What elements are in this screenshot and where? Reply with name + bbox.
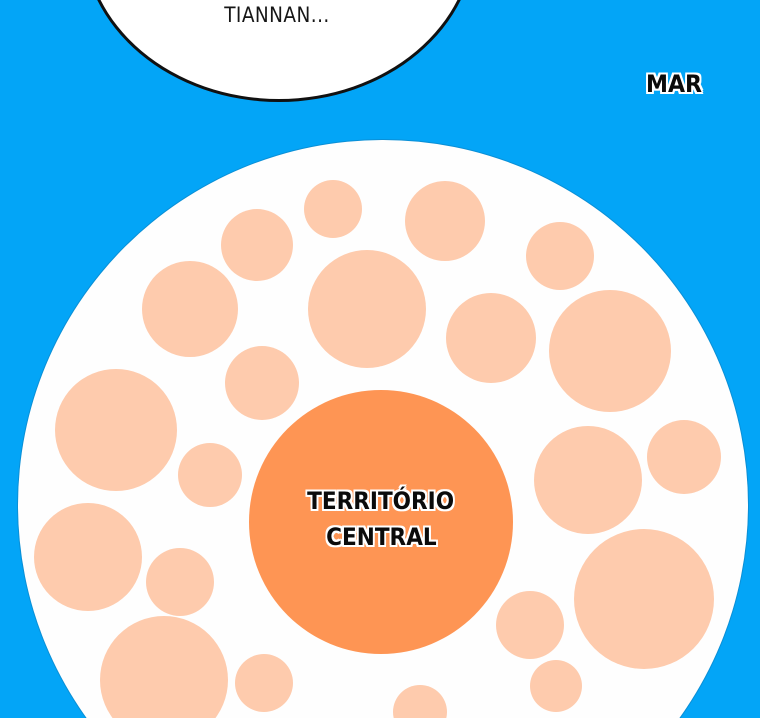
- territory-region: [526, 222, 594, 290]
- territory-region: [530, 660, 582, 712]
- territory-region: [549, 290, 671, 412]
- territory-region: [405, 181, 485, 261]
- territory-region: [178, 443, 242, 507]
- central-territory: TERRITÓRIO CENTRAL: [249, 390, 513, 654]
- central-label-line1: TERRITÓRIO: [307, 487, 455, 515]
- territory-region: [308, 250, 426, 368]
- territory-region: [221, 209, 293, 281]
- territory-region: [34, 503, 142, 611]
- territory-region: [100, 616, 228, 718]
- central-territory-label: TERRITÓRIO CENTRAL: [249, 390, 513, 654]
- territory-region: [142, 261, 238, 357]
- territory-region: [534, 426, 642, 534]
- sea-label: MAR: [646, 70, 703, 98]
- central-label-line2: CENTRAL: [325, 523, 437, 551]
- territory-region: [647, 420, 721, 494]
- territory-region: [146, 548, 214, 616]
- speech-bubble-text: TIANNAN...: [0, 3, 760, 27]
- speech-text-content: TIANNAN...: [224, 3, 330, 27]
- territory-region: [574, 529, 714, 669]
- territory-region: [235, 654, 293, 712]
- territory-region: [225, 346, 299, 420]
- territory-region: [446, 293, 536, 383]
- territory-region: [55, 369, 177, 491]
- territory-region: [304, 180, 362, 238]
- territory-region: [496, 591, 564, 659]
